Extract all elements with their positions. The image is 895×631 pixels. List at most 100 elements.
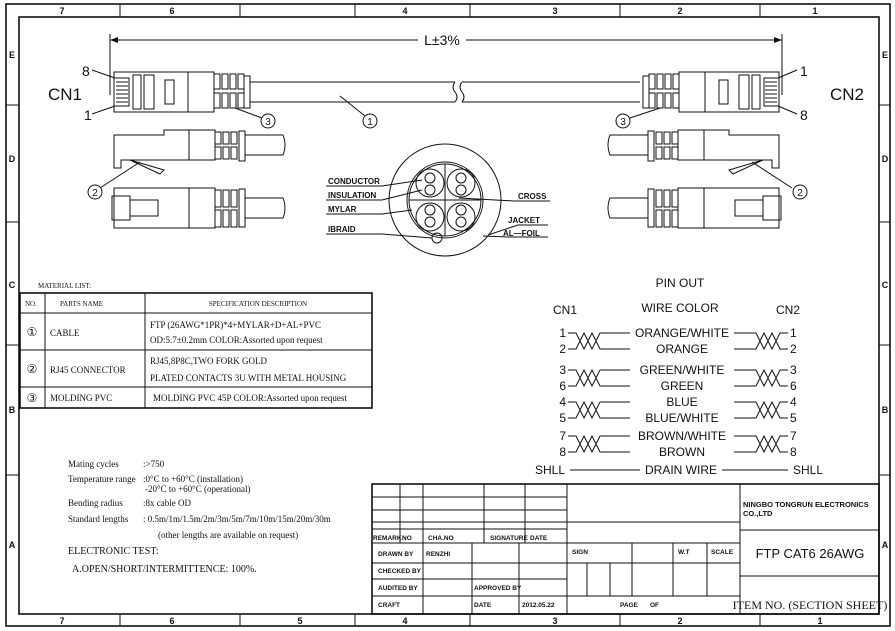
row-no: ② (27, 362, 38, 376)
pin-number: 4 (790, 395, 797, 409)
column-label: 7 (59, 616, 64, 626)
drawn-by-value: RENZHI (426, 551, 450, 558)
pin-number: 7 (559, 429, 566, 443)
column-label: 5 (297, 616, 302, 626)
drain-wire: DRAIN WIRE (645, 463, 717, 477)
company-name: CO.,LTD (743, 509, 773, 518)
pinout-cn1: CN1 (553, 303, 577, 317)
pin-number: 5 (559, 411, 566, 425)
svg-text:3: 3 (620, 117, 626, 128)
row-label: B (882, 405, 889, 415)
row-label: D (882, 154, 889, 164)
wt-label: W.T (678, 549, 690, 556)
row-label: B (9, 405, 16, 415)
header-spec: SPECIFICATION DESCRIPTION (209, 300, 307, 308)
column-label: 6 (169, 6, 174, 16)
part-spec: FTP (26AWG*1PR)*4+MYLAR+D+AL+PVC (150, 320, 321, 330)
wire-color: ORANGE (656, 342, 708, 356)
row-label: A (9, 540, 16, 550)
callout-1: 1 (362, 113, 378, 129)
conductor-label: CONDUCTOR (328, 177, 380, 186)
column-label: 2 (677, 6, 682, 16)
part-name: MOLDING PVC (50, 393, 112, 403)
wire-color: GREEN (661, 379, 704, 393)
spec-value: : 0.5m/1m/1.5m/2m/3m/5m/7m/10m/15m/20m/3… (143, 514, 331, 524)
date-label: DATE (474, 602, 492, 609)
pin-number: 5 (790, 411, 797, 425)
spec-value: :8x cable OD (143, 498, 191, 508)
pin-number: 1 (559, 326, 566, 340)
pin-number: 6 (559, 379, 566, 393)
shield-right: SHLL (793, 463, 823, 477)
wire-color: BROWN (659, 445, 705, 459)
row-label: E (9, 50, 15, 60)
jacket-label: JACKET (508, 216, 540, 225)
material-list-title: MATERIAL LIST: (38, 282, 91, 290)
test-value: A.OPEN/SHORT/INTERMITTENCE: 100%. (72, 564, 257, 575)
al-foil-label: AL—FOIL (503, 229, 540, 238)
part-spec: PLATED CONTACTS 3U WITH METAL HOUSING (150, 373, 347, 383)
pin-number: 1 (790, 326, 797, 340)
pin-number: 4 (559, 395, 566, 409)
part-name: CABLE (50, 328, 80, 338)
column-label: 3 (552, 6, 557, 16)
column-label: 3 (552, 616, 557, 626)
pin-8-label: 8 (800, 107, 808, 123)
svg-text:2: 2 (92, 188, 98, 199)
column-label: 4 (402, 6, 407, 16)
pin-1-label: 1 (800, 63, 808, 79)
row-label: D (9, 154, 16, 164)
header-parts-name: PARTS NAME (60, 300, 103, 308)
column-label: 7 (59, 6, 64, 16)
pinout-title: PIN OUT (656, 276, 705, 290)
product-title: FTP CAT6 26AWG (756, 546, 865, 561)
material-list: MATERIAL LIST: NO. PARTS NAME SPECIFICAT… (19, 282, 373, 409)
wire-color: GREEN/WHITE (640, 363, 725, 377)
wire-color: BLUE (666, 395, 697, 409)
twist-line (568, 368, 788, 388)
column-label: 2 (677, 616, 682, 626)
checked-by-label: CHECKED BY (378, 568, 422, 575)
no-label: NO (402, 535, 412, 542)
column-label: 1 (817, 616, 822, 626)
cross-label: CROSS (518, 192, 547, 201)
pin-1-label: 1 (84, 107, 92, 123)
page-label: PAGE (620, 602, 639, 609)
pin-number: 2 (790, 342, 797, 356)
pinout-cn2: CN2 (776, 303, 800, 317)
item-no: ITEM NO. (SECTION SHEET) (733, 598, 888, 612)
sign-label: SIGN (572, 549, 588, 556)
pin-number: 8 (559, 445, 566, 459)
callout-3: 3 (615, 113, 631, 129)
drawn-by-label: DRAWN BY (378, 551, 414, 558)
row-no: ① (27, 325, 38, 339)
pin-number: 3 (790, 363, 797, 377)
shield-left: SHLL (535, 463, 565, 477)
spec-label: Bending radius (68, 498, 123, 508)
svg-text:1: 1 (367, 117, 373, 128)
wire-color: BROWN/WHITE (638, 429, 726, 443)
column-label: 4 (402, 616, 407, 626)
title-block: REMARK NO CHA.NO SIGNATURE DATE DRAWN BY… (371, 483, 888, 615)
spec-note: (other lengths are available on request) (158, 530, 298, 540)
braid-label: IBRAID (328, 225, 356, 234)
part-name: RJ45 CONNECTOR (50, 365, 126, 375)
craft-label: CRAFT (378, 602, 400, 609)
part-spec: RJ45,8P8C,TWO FORK GOLD (150, 356, 268, 366)
length-label: L±3% (424, 32, 460, 48)
spec-value: :>750 (143, 459, 165, 469)
callout-3: 3 (260, 113, 276, 129)
signature-label: SIGNATURE (490, 535, 528, 542)
company-name: NINGBO TONGRUN ELECTRONICS (743, 500, 869, 509)
callout-2: 2 (87, 184, 103, 200)
cn1-label: CN1 (48, 85, 82, 104)
spec-label: Standard lengths (68, 514, 129, 524)
cha-no-label: CHA.NO (428, 535, 454, 542)
pin-8-label: 8 (82, 63, 90, 79)
mylar-label: MYLAR (328, 205, 357, 214)
pin-number: 8 (790, 445, 797, 459)
